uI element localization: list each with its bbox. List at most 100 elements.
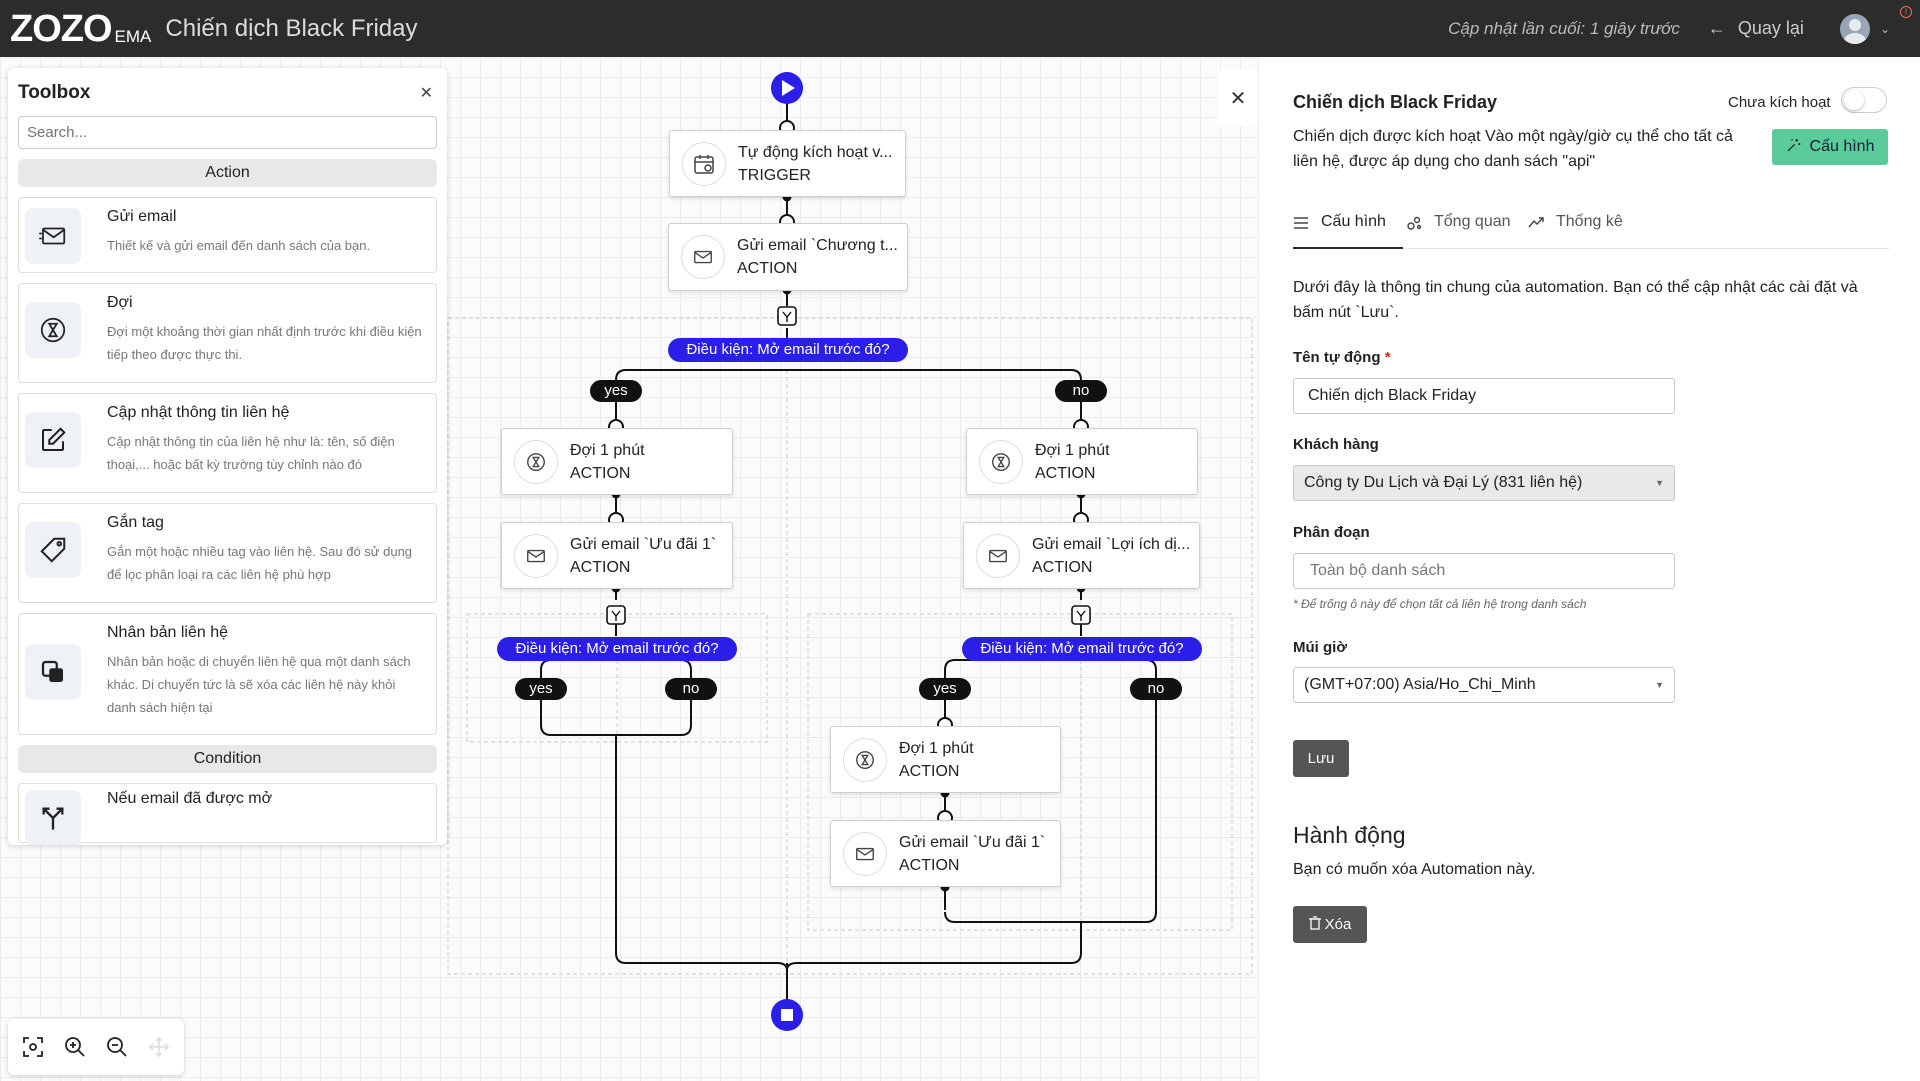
toolbox-item-desc: Cập nhật thông tin của liên hệ như là: t…: [107, 434, 395, 472]
page-title[interactable]: Chiến dịch Black Friday: [165, 14, 418, 42]
back-button[interactable]: ← Quay lại: [1708, 18, 1804, 39]
customer-select[interactable]: Công ty Du Lịch và Đại Lý (831 liên hệ) …: [1293, 465, 1675, 501]
condition-pill-left[interactable]: Điều kiện: Mở email trước đó?: [497, 637, 737, 661]
toolbox-search-input[interactable]: [18, 116, 437, 149]
alert-icon: !: [1900, 6, 1912, 18]
envelope-icon: [681, 235, 725, 279]
node-type: ACTION: [899, 856, 960, 874]
timezone-select[interactable]: (GMT+07:00) Asia/Ho_Chi_Minh ▼: [1293, 667, 1675, 703]
branch-area: [447, 317, 1253, 975]
segment-hint: * Để trống ô này để chọn tất cả liên hệ …: [1293, 597, 1587, 611]
trend-icon: [1528, 215, 1544, 236]
config-button[interactable]: Cấu hình: [1772, 129, 1888, 165]
zoom-in-icon[interactable]: [57, 1029, 93, 1065]
envelope-icon: [976, 533, 1020, 578]
zoom-out-icon[interactable]: [99, 1029, 135, 1065]
segment-input[interactable]: Toàn bộ danh sách: [1293, 553, 1675, 589]
tab-label: Tổng quan: [1434, 213, 1511, 230]
condition-pill[interactable]: Điều kiện: Mở email trước đó?: [668, 338, 908, 362]
back-label: Quay lại: [1737, 18, 1804, 38]
toolbox-title: Toolbox: [18, 82, 91, 103]
toolbox-item-desc: Nhân bản hoặc di chuyển liên hệ qua một …: [107, 654, 411, 715]
action-section-header[interactable]: Action: [18, 159, 437, 187]
node-type: ACTION: [1032, 558, 1093, 576]
tab-statistics[interactable]: Thống kê: [1528, 213, 1623, 249]
envelope-icon: [25, 208, 81, 264]
toolbox-item-desc: Gắn một hoặc nhiều tag vào liên hệ. Sau …: [107, 544, 413, 582]
branch-area-right: [807, 613, 1233, 931]
send-email-node-right-yes[interactable]: Gửi email `Ưu đãi 1` ACTION: [830, 820, 1061, 887]
customer-label: Khách hàng: [1293, 436, 1379, 453]
node-title: Gửi email `Ưu đãi 1`: [899, 833, 1046, 851]
zozo-logo[interactable]: ZOZO EMA: [10, 9, 151, 49]
save-button[interactable]: Lưu: [1293, 740, 1349, 777]
activate-toggle[interactable]: [1841, 87, 1887, 113]
no-label: no: [1130, 678, 1182, 700]
arrow-left-icon: ←: [1707, 18, 1726, 38]
panel-description: Chiến dịch được kích hoạt Vào một ngày/g…: [1293, 128, 1733, 170]
condition-pill-right[interactable]: Điều kiện: Mở email trước đó?: [962, 637, 1202, 661]
node-type: ACTION: [570, 558, 631, 576]
toolbox-item-duplicate-contact[interactable]: Nhân bản liên hệ Nhân bản hoặc di chuyển …: [18, 613, 437, 735]
hourglass-icon: [979, 439, 1023, 484]
required-mark: *: [1384, 349, 1391, 366]
copy-icon: [25, 644, 81, 700]
logo-text: ZOZO: [10, 7, 113, 50]
envelope-icon: [514, 533, 558, 578]
node-type: ACTION: [737, 260, 798, 277]
toolbox-item-title: Nếu email đã được mở: [107, 790, 273, 807]
automation-name-input[interactable]: Chiến dịch Black Friday: [1293, 378, 1675, 414]
chevron-down-icon[interactable]: ⌄: [1879, 21, 1890, 36]
toolbox-item-title: Gửi email: [107, 208, 177, 225]
config-button-label: Cấu hình: [1809, 138, 1875, 155]
actions-description: Bạn có muốn xóa Automation này.: [1293, 861, 1536, 878]
send-email-node-left[interactable]: Gửi email `Ưu đãi 1`ACTION: [501, 522, 733, 589]
avatar[interactable]: [1839, 13, 1870, 44]
toolbox-item-title: Nhân bản liên hệ: [107, 624, 228, 641]
tab-config[interactable]: Cấu hình: [1293, 213, 1403, 249]
timezone-label: Múi giờ: [1293, 639, 1347, 656]
send-email-node[interactable]: Gửi email `Chương t...ACTION: [668, 223, 908, 291]
customer-value: Công ty Du Lịch và Đại Lý (831 liên hệ): [1304, 474, 1583, 491]
name-label-text: Tên tự động: [1293, 349, 1381, 366]
tab-label: Cấu hình: [1321, 213, 1386, 230]
toolbox-item-desc: Thiết kế và gửi email đến danh sách của …: [107, 238, 371, 253]
close-panel-button[interactable]: ✕: [1218, 70, 1258, 126]
node-type: ACTION: [570, 464, 631, 482]
actions-heading: Hành động: [1293, 822, 1406, 848]
delete-button[interactable]: Xóa: [1293, 906, 1367, 943]
toolbox-item-email-opened[interactable]: Nếu email đã được mở: [18, 783, 437, 845]
timezone-value: (GMT+07:00) Asia/Ho_Chi_Minh: [1304, 676, 1536, 693]
zoom-controls: [8, 1019, 184, 1075]
pan-icon[interactable]: [141, 1029, 177, 1065]
node-type: ACTION: [899, 762, 960, 780]
no-label: no: [1055, 380, 1107, 402]
node-title: Tự động kích hoạt v...: [738, 143, 893, 161]
fit-view-icon[interactable]: [15, 1029, 51, 1065]
tab-overview[interactable]: Tổng quan: [1406, 213, 1511, 249]
yes-label: yes: [919, 678, 971, 700]
status-text: Chưa kích hoạt: [1728, 94, 1831, 111]
hourglass-icon: [514, 439, 558, 484]
overview-icon: [1406, 215, 1422, 236]
toolbox-item-title: Gắn tag: [107, 514, 164, 531]
tab-label: Thống kê: [1556, 213, 1623, 230]
node-title: Đợi 1 phút: [1035, 441, 1110, 459]
condition-section-header[interactable]: Condition: [18, 745, 437, 773]
trigger-node[interactable]: Tự động kích hoạt v...TRIGGER: [669, 130, 906, 197]
trash-icon: [1308, 915, 1321, 934]
hourglass-icon: [25, 302, 81, 358]
close-icon[interactable]: ✕: [419, 85, 433, 102]
settings-panel: Chiến dịch Black Friday Chưa kích hoạt C…: [1258, 57, 1920, 1081]
list-icon: [1293, 215, 1309, 236]
name-label: Tên tự động *: [1293, 349, 1391, 366]
send-email-node-right[interactable]: Gửi email `Lợi ích dị...ACTION: [963, 522, 1200, 589]
